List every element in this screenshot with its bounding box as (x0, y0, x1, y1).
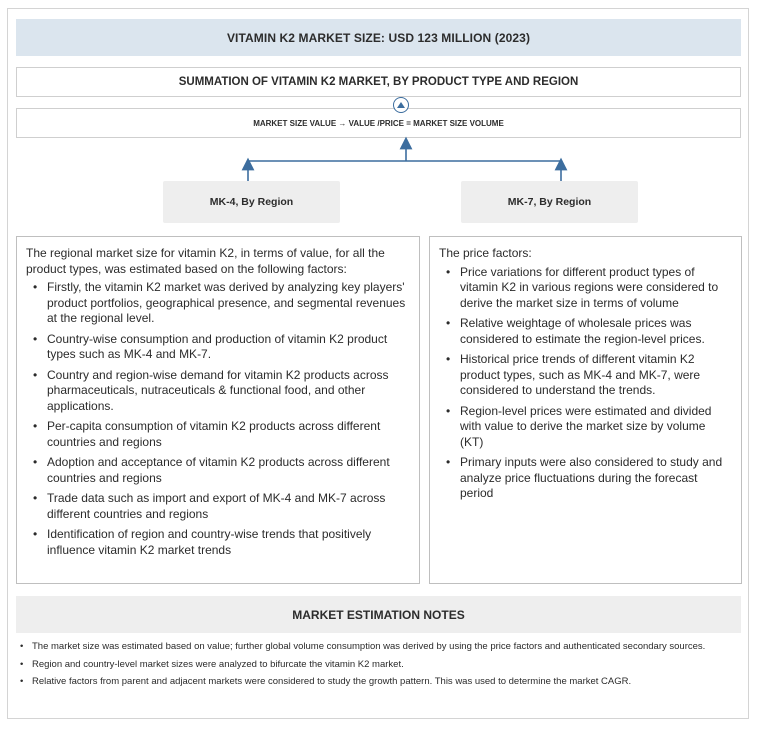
price-factors-panel: The price factors: Price variations for … (429, 236, 742, 584)
value-factors-intro: The regional market size for vitamin K2,… (26, 246, 385, 276)
list-item: Adoption and acceptance of vitamin K2 pr… (26, 455, 409, 486)
formula-text: MARKET SIZE VALUE → VALUE /PRICE = MARKE… (253, 118, 504, 128)
mk4-region-box: MK-4, By Region (163, 181, 340, 223)
value-factors-panel: The regional market size for vitamin K2,… (16, 236, 420, 584)
mk7-region-label: MK-7, By Region (507, 196, 592, 208)
up-arrow-circle-icon (393, 97, 409, 113)
list-item: Country-wise consumption and production … (26, 332, 409, 363)
price-factors-list: Price variations for different product t… (439, 265, 731, 502)
mk7-region-box: MK-7, By Region (461, 181, 638, 223)
list-item: Primary inputs were also considered to s… (439, 455, 731, 502)
estimation-notes-header: MARKET ESTIMATION NOTES (16, 596, 741, 633)
estimation-notes-title: MARKET ESTIMATION NOTES (292, 607, 465, 622)
list-item: The market size was estimated based on v… (18, 640, 740, 654)
value-factors-list: Firstly, the vitamin K2 market was deriv… (26, 280, 409, 558)
list-item: Country and region-wise demand for vitam… (26, 368, 409, 415)
market-size-title: VITAMIN K2 MARKET SIZE: USD 123 MILLION … (226, 30, 531, 45)
market-size-header: VITAMIN K2 MARKET SIZE: USD 123 MILLION … (16, 19, 741, 56)
list-item: Per-capita consumption of vitamin K2 pro… (26, 419, 409, 450)
list-item: Historical price trends of different vit… (439, 352, 731, 399)
list-item: Region and country-level market sizes we… (18, 658, 740, 672)
price-factors-intro: The price factors: (439, 246, 532, 260)
mk4-region-label: MK-4, By Region (209, 196, 294, 208)
list-item: Region-level prices were estimated and d… (439, 404, 731, 451)
list-item: Relative weightage of wholesale prices w… (439, 316, 731, 347)
formula-box: MARKET SIZE VALUE → VALUE /PRICE = MARKE… (16, 108, 741, 138)
list-item: Price variations for different product t… (439, 265, 731, 312)
list-item: Identification of region and country-wis… (26, 527, 409, 558)
list-item: Firstly, the vitamin K2 market was deriv… (26, 280, 409, 327)
list-item: Trade data such as import and export of … (26, 491, 409, 522)
summation-title: SUMMATION OF VITAMIN K2 MARKET, BY PRODU… (178, 76, 579, 88)
list-item: Relative factors from parent and adjacen… (18, 675, 740, 689)
estimation-notes-list: The market size was estimated based on v… (18, 640, 740, 693)
summation-box: SUMMATION OF VITAMIN K2 MARKET, BY PRODU… (16, 67, 741, 97)
